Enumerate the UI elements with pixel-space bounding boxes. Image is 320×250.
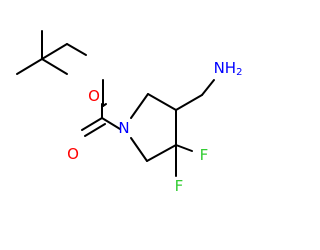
ring-nitrogen-label: N <box>118 119 129 137</box>
carbonyl-bonds <box>81 117 121 137</box>
amine-main-label: NH <box>214 59 237 77</box>
lower-fluorine-label: F <box>175 177 184 195</box>
pyrrolidine-ring-bonds <box>130 93 177 162</box>
amine-subscript: 2 <box>236 67 242 78</box>
ester-oxygen-label: O <box>88 87 100 105</box>
carbonyl-oxygen-label: O <box>67 145 79 163</box>
chemical-structure-diagram: O O N NH2 F F <box>16 30 243 195</box>
aminomethyl-bonds <box>175 79 215 111</box>
oxygen-carbonyl-carbon-bond <box>102 79 107 107</box>
difluoro-bonds <box>175 144 193 177</box>
upper-fluorine-label: F <box>200 146 209 164</box>
tert-butyl-bonds <box>16 30 68 75</box>
amine-label: NH2 <box>214 59 243 78</box>
tbutyl-oxygen-bond <box>66 43 87 56</box>
